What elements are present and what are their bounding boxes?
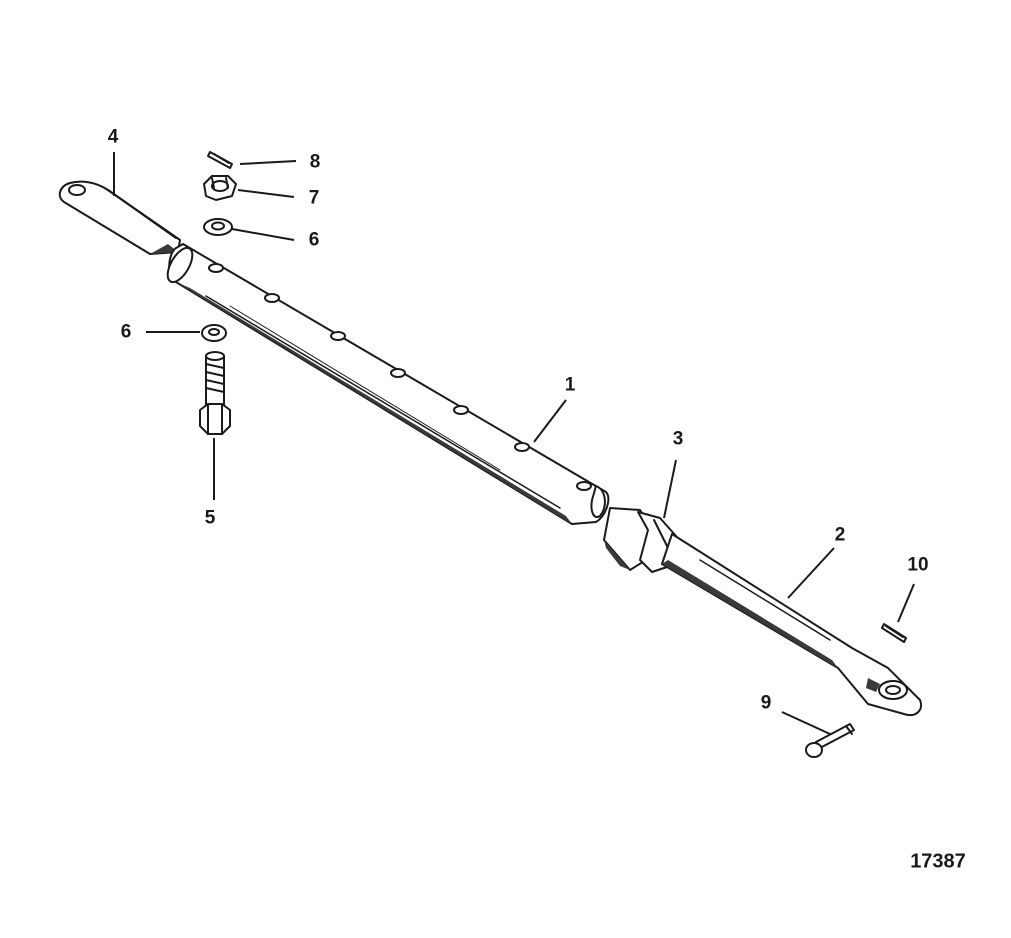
bolt [199, 351, 231, 435]
washer-top [203, 218, 233, 236]
callout-8: 8 [309, 151, 321, 173]
castle-nut [203, 175, 237, 201]
callout-10: 10 [907, 554, 929, 576]
callout-3: 3 [672, 428, 684, 450]
rod-right [661, 533, 922, 716]
washer-bottom [201, 324, 227, 342]
tube-holes [208, 263, 592, 491]
figure-number: 17387 [910, 850, 966, 873]
leader-10 [897, 583, 915, 623]
callout-9: 9 [760, 692, 772, 714]
callout-6-bottom: 6 [120, 321, 132, 343]
callout-6-top: 6 [308, 229, 320, 251]
leader-1 [533, 399, 567, 443]
leader-lines [113, 152, 915, 735]
callout-2: 2 [834, 524, 846, 546]
callout-7: 7 [308, 187, 320, 209]
tube-main [166, 243, 610, 525]
leader-6a [231, 228, 295, 241]
callout-5: 5 [204, 507, 216, 529]
leader-8 [239, 160, 297, 165]
callout-1: 1 [564, 374, 576, 396]
clevis-pin [805, 723, 855, 758]
callout-4: 4 [107, 126, 119, 148]
cotter-pin-top [207, 151, 233, 169]
leader-7 [237, 189, 295, 198]
cotter-pin-right [881, 623, 907, 643]
leader-2 [787, 547, 835, 599]
leader-9 [781, 711, 831, 735]
leader-3 [663, 459, 677, 519]
rod-end-left [58, 180, 181, 255]
